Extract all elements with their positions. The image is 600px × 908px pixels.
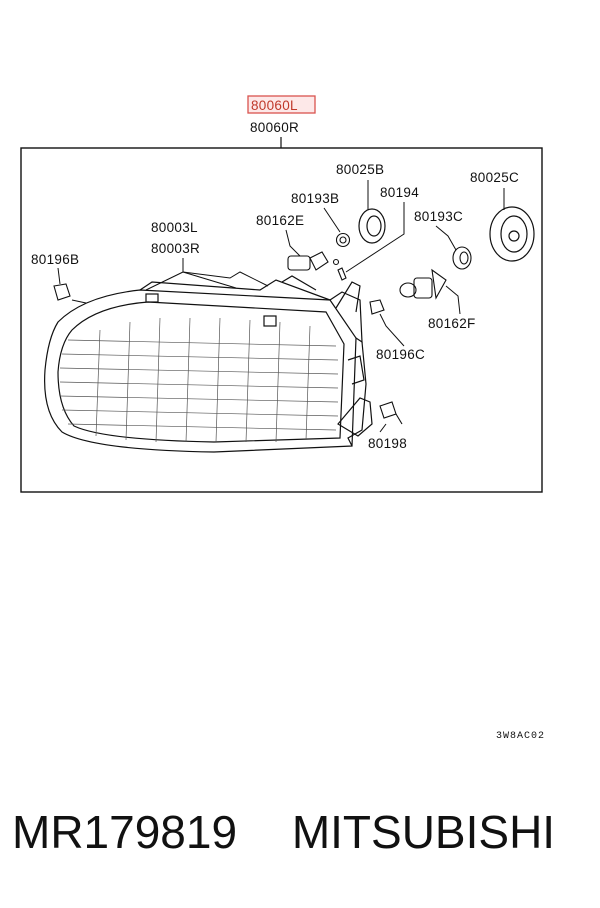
label-80162e[interactable]: 80162E — [256, 213, 304, 228]
screw-shape — [379, 401, 403, 425]
socket-cover-c-shape — [489, 206, 535, 262]
diagram-code: 3W8AC02 — [496, 731, 545, 742]
label-80003l[interactable]: 80003L — [151, 220, 198, 235]
lens-ribbing — [59, 317, 339, 443]
product-caption: MR179819 MITSUBISHI — [12, 802, 592, 862]
headlamp-parts-diagram: 80060L 80060R — [20, 95, 545, 742]
headlamp-housing — [44, 275, 373, 453]
clip-left-shape — [53, 283, 87, 304]
clip-right-shape — [369, 299, 385, 315]
label-80196c[interactable]: 80196C — [376, 347, 425, 362]
socket-rubber-b-shape — [358, 208, 386, 244]
highlight-box — [247, 95, 316, 114]
label-80198[interactable]: 80198 — [368, 436, 407, 451]
label-assembly-part[interactable]: 80060R — [250, 120, 299, 135]
retainer-b-shape — [335, 232, 351, 248]
bulb-right-shape — [399, 268, 447, 300]
brand-name: MITSUBISHI — [291, 806, 556, 858]
leader-lines — [57, 180, 505, 433]
label-80025b[interactable]: 80025B — [336, 162, 384, 177]
label-80003r[interactable]: 80003R — [151, 241, 200, 256]
label-80194[interactable]: 80194 — [380, 185, 419, 200]
label-80193c[interactable]: 80193C — [414, 209, 463, 224]
retainer-bracket-shape — [337, 267, 347, 281]
label-80162f[interactable]: 80162F — [428, 316, 476, 331]
label-highlighted-part[interactable]: 80060L — [251, 98, 298, 113]
label-80196b[interactable]: 80196B — [31, 252, 79, 267]
retainer-c-shape — [452, 246, 472, 270]
label-80025c[interactable]: 80025C — [470, 170, 519, 185]
part-number: MR179819 — [12, 806, 238, 858]
label-80193b[interactable]: 80193B — [291, 191, 339, 206]
bulb-left-shape — [287, 251, 340, 271]
diagram-frame — [20, 147, 543, 493]
